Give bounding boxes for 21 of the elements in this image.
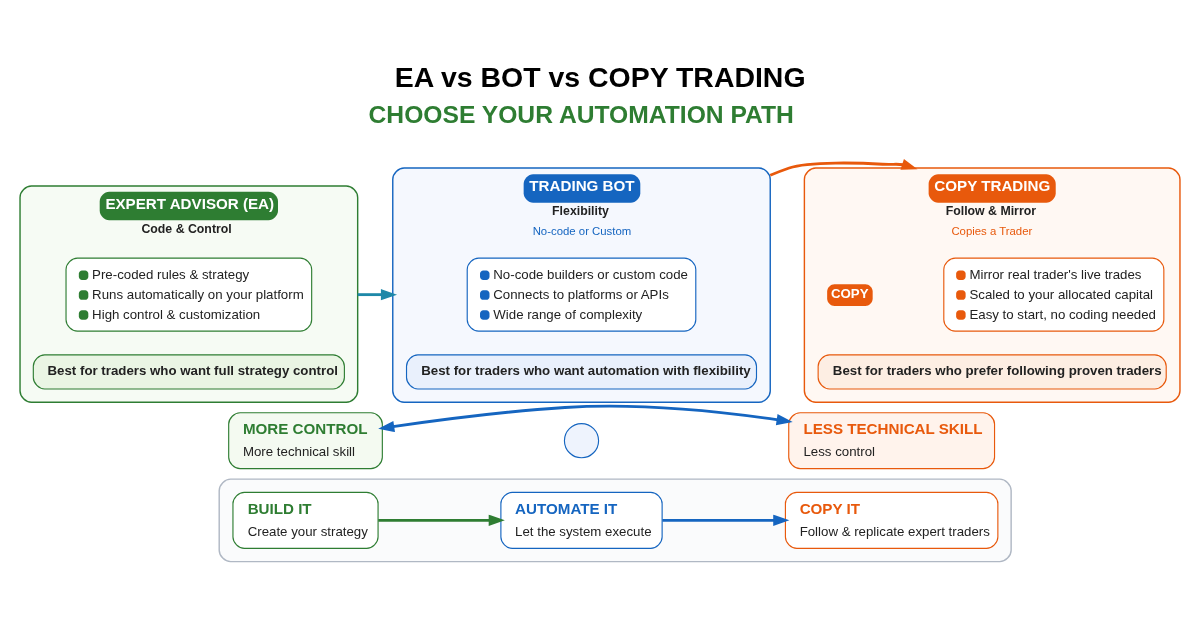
label: COPY xyxy=(830,285,869,301)
arrow xyxy=(662,514,790,526)
arrow xyxy=(769,158,918,177)
node-box: Mirror real trader's live trades Scaled to your allocated capital Easy to start, no coding needed xyxy=(943,257,1165,332)
node-box: Pre-coded rules & strategy Runs automatically on your platform High control & customization xyxy=(65,257,313,332)
node-box: AUTOMATE IT Let the system execute xyxy=(500,491,663,549)
node-box: LESS TECHNICAL SKILL Less control xyxy=(788,411,996,469)
node-circle xyxy=(563,422,600,458)
node-box: COPY IT Follow & replicate expert traders xyxy=(784,491,999,549)
node-box: BUILD IT Create your strategy xyxy=(232,491,379,549)
arrow xyxy=(378,514,505,526)
node-box: Best for traders who want full strategy control xyxy=(32,353,345,390)
diagram-title: EA vs BOT vs COPY TRADING xyxy=(394,60,806,93)
cluster xyxy=(218,477,1012,562)
node-box: Best for traders who prefer following proven traders xyxy=(817,353,1167,390)
node-box: No-code builders or custom code Connects to platforms or APIs Wide range of complexity xyxy=(466,257,697,332)
arrow xyxy=(378,404,793,432)
arrow xyxy=(357,288,398,300)
node-box: Best for traders who want automation with flexibility xyxy=(405,353,758,390)
node-box: MORE CONTROL More technical skill xyxy=(228,411,383,469)
label: CHOOSE YOUR AUTOMATION PATH xyxy=(368,100,794,128)
